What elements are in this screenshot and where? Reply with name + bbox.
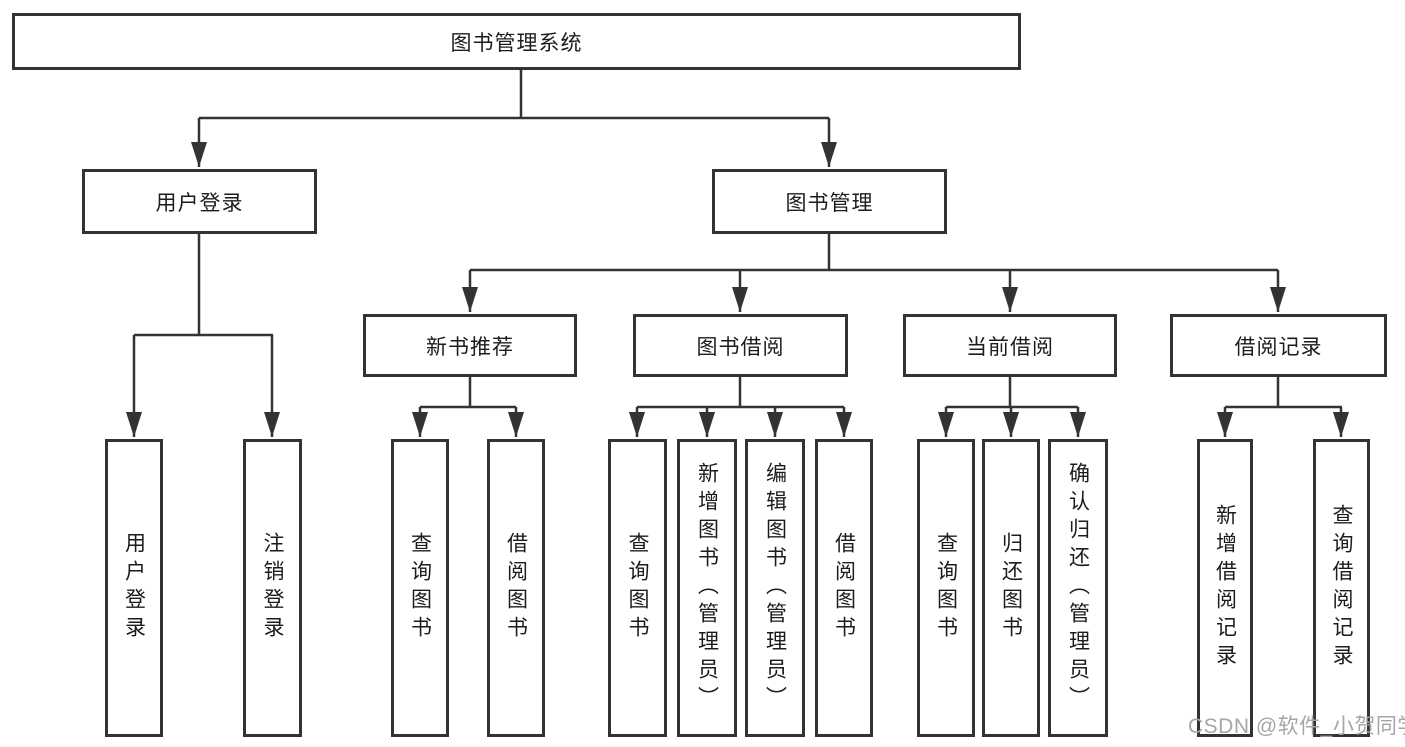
node-label: 图书借阅 xyxy=(696,335,785,359)
node-library-management-system: 图书管理系统 xyxy=(12,13,1021,70)
leaf-borrow-books: 借阅图书 xyxy=(815,439,873,737)
leaf-add-borrow-record: 新增借阅记录 xyxy=(1197,439,1253,737)
node-label: 新增借阅记录 xyxy=(1213,504,1237,672)
node-label: 借阅图书 xyxy=(832,532,856,644)
leaf-logout: 注销登录 xyxy=(243,439,302,737)
node-label: 新书推荐 xyxy=(426,335,514,359)
node-label: 新增图书（管理员） xyxy=(695,462,719,714)
node-label: 确认归还（管理员） xyxy=(1066,462,1090,714)
leaf-query-books: 查询图书 xyxy=(917,439,975,737)
leaf-query-books: 查询图书 xyxy=(608,439,667,737)
node-label: 归还图书 xyxy=(999,532,1023,644)
leaf-confirm-return-admin: 确认归还（管理员） xyxy=(1048,439,1108,737)
node-label: 借阅记录 xyxy=(1234,335,1323,359)
node-new-book-recommendation: 新书推荐 xyxy=(363,314,577,377)
node-book-management: 图书管理 xyxy=(712,169,947,234)
node-label: 借阅图书 xyxy=(504,532,528,644)
node-current-borrowing: 当前借阅 xyxy=(903,314,1117,377)
leaf-add-books-admin: 新增图书（管理员） xyxy=(677,439,737,737)
node-label: 查询图书 xyxy=(408,532,432,644)
node-label: 图书管理 xyxy=(785,191,874,215)
node-book-borrowing: 图书借阅 xyxy=(633,314,848,377)
node-label: 图书管理系统 xyxy=(450,31,583,55)
node-label: 用户登录 xyxy=(122,532,146,644)
csdn-watermark: CSDN @软件_小贺同学 xyxy=(1188,715,1405,738)
node-label: 注销登录 xyxy=(261,532,284,644)
node-label: 查询借阅记录 xyxy=(1330,504,1353,672)
leaf-query-books: 查询图书 xyxy=(391,439,449,737)
leaf-user-login: 用户登录 xyxy=(105,439,163,737)
node-label: 查询图书 xyxy=(626,532,649,644)
node-label: 当前借阅 xyxy=(966,335,1054,359)
leaf-return-books: 归还图书 xyxy=(982,439,1040,737)
node-label: 编辑图书（管理员） xyxy=(763,462,787,714)
node-user-login: 用户登录 xyxy=(82,169,317,234)
node-borrowing-records: 借阅记录 xyxy=(1170,314,1387,377)
leaf-edit-books-admin: 编辑图书（管理员） xyxy=(745,439,805,737)
leaf-borrow-books: 借阅图书 xyxy=(487,439,545,737)
leaf-query-borrow-record: 查询借阅记录 xyxy=(1313,439,1370,737)
node-label: 用户登录 xyxy=(155,191,244,215)
node-label: 查询图书 xyxy=(934,532,958,644)
